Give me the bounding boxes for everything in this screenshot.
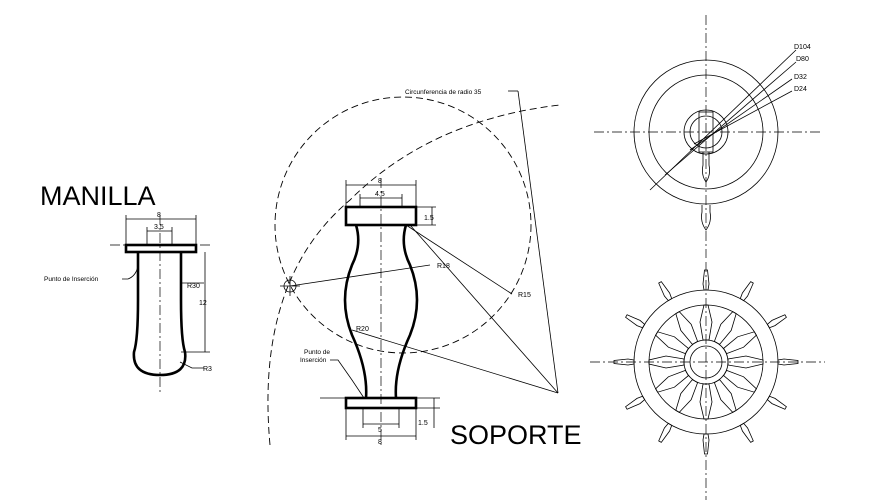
soporte-insert-label-1: Punto de: [304, 349, 330, 356]
manilla-dim-width: 8: [157, 212, 161, 219]
wheel-handle: [777, 358, 799, 366]
wheel-spokes: [648, 304, 764, 420]
wheel-top-label-d80: D80: [796, 56, 809, 63]
soporte-circle-note: Circunferencia de radio 35: [405, 89, 482, 96]
wheel-handle: [658, 281, 673, 302]
soporte-dim-bottom-inner: 5: [378, 427, 382, 434]
wheel-spoke: [713, 311, 737, 345]
manilla-radius-small: R3: [203, 366, 212, 373]
wheel-top-d80: [648, 74, 764, 190]
soporte-title: SOPORTE: [450, 420, 582, 450]
manilla-title: MANILLA: [40, 181, 156, 211]
manilla-dim-inner: 3.5: [154, 224, 164, 231]
wheel-spoke: [675, 311, 699, 345]
manilla-body: [132, 252, 187, 377]
wheel-spoke: [655, 331, 689, 355]
soporte-radius-r18: R18: [437, 263, 450, 270]
soporte-dim-bottom: 8: [378, 439, 382, 446]
wheel-handles: [613, 269, 799, 455]
wheel-top-label-d32: D32: [794, 74, 807, 81]
soporte-dim-top: 8: [378, 178, 382, 185]
wheel-spoke: [675, 379, 699, 413]
wheel-handle: [625, 314, 646, 329]
wheel-spoke: [727, 355, 764, 369]
wheel-top-d104: [633, 59, 779, 205]
wheel-bottom-hub-inner: [689, 345, 723, 379]
soporte-body-right: [394, 224, 419, 399]
wheel-spoke: [723, 331, 757, 355]
wheel-bottom-view: [590, 262, 825, 500]
wheel-handle: [739, 281, 754, 302]
wheel-top-label-d24: D24: [794, 86, 807, 93]
soporte-dim-top-inner: 4.5: [375, 191, 385, 198]
soporte-part: Circunferencia de radio 35 8 4.5 1.5 R18…: [267, 89, 582, 450]
wheel-handle: [766, 314, 787, 329]
wheel-handle: [613, 358, 635, 366]
wheel-spoke: [699, 304, 713, 341]
wheel-spoke: [655, 369, 689, 393]
soporte-outer-arc: [267, 104, 561, 446]
wheel-spoke: [648, 355, 685, 369]
soporte-radius-r15: R15: [518, 292, 531, 299]
manilla-radius-large: R30: [187, 283, 200, 290]
wheel-handle: [702, 433, 710, 455]
manilla-insert-label: Punto de Inserción: [44, 276, 99, 283]
wheel-top-view: D104 D80 D32 D24: [594, 15, 820, 258]
wheel-top-d24: [689, 115, 723, 149]
wheel-spoke: [699, 383, 713, 420]
wheel-handle: [658, 422, 673, 443]
wheel-handle: [702, 269, 710, 291]
wheel-handle: [766, 395, 787, 410]
soporte-dim-top-height: 1.5: [424, 215, 434, 222]
soporte-top-flange: [344, 205, 418, 227]
manilla-flange: [124, 243, 198, 254]
wheel-top-label-d104: D104: [794, 44, 811, 51]
wheel-spoke: [713, 379, 737, 413]
wheel-handle: [739, 422, 754, 443]
wheel-spoke: [723, 369, 757, 393]
manilla-part: MANILLA 8 3.5 Punto de Inserción R30 12 …: [40, 181, 212, 392]
wheel-handle: [625, 395, 646, 410]
wheel-top-d32: [683, 109, 729, 155]
manilla-dim-height: 12: [199, 300, 207, 307]
soporte-dim-bottom-height: 1.5: [418, 420, 428, 427]
soporte-body-left: [343, 224, 368, 399]
soporte-insert-label-2: Inserción: [300, 357, 327, 364]
soporte-radius-r20: R20: [356, 326, 369, 333]
